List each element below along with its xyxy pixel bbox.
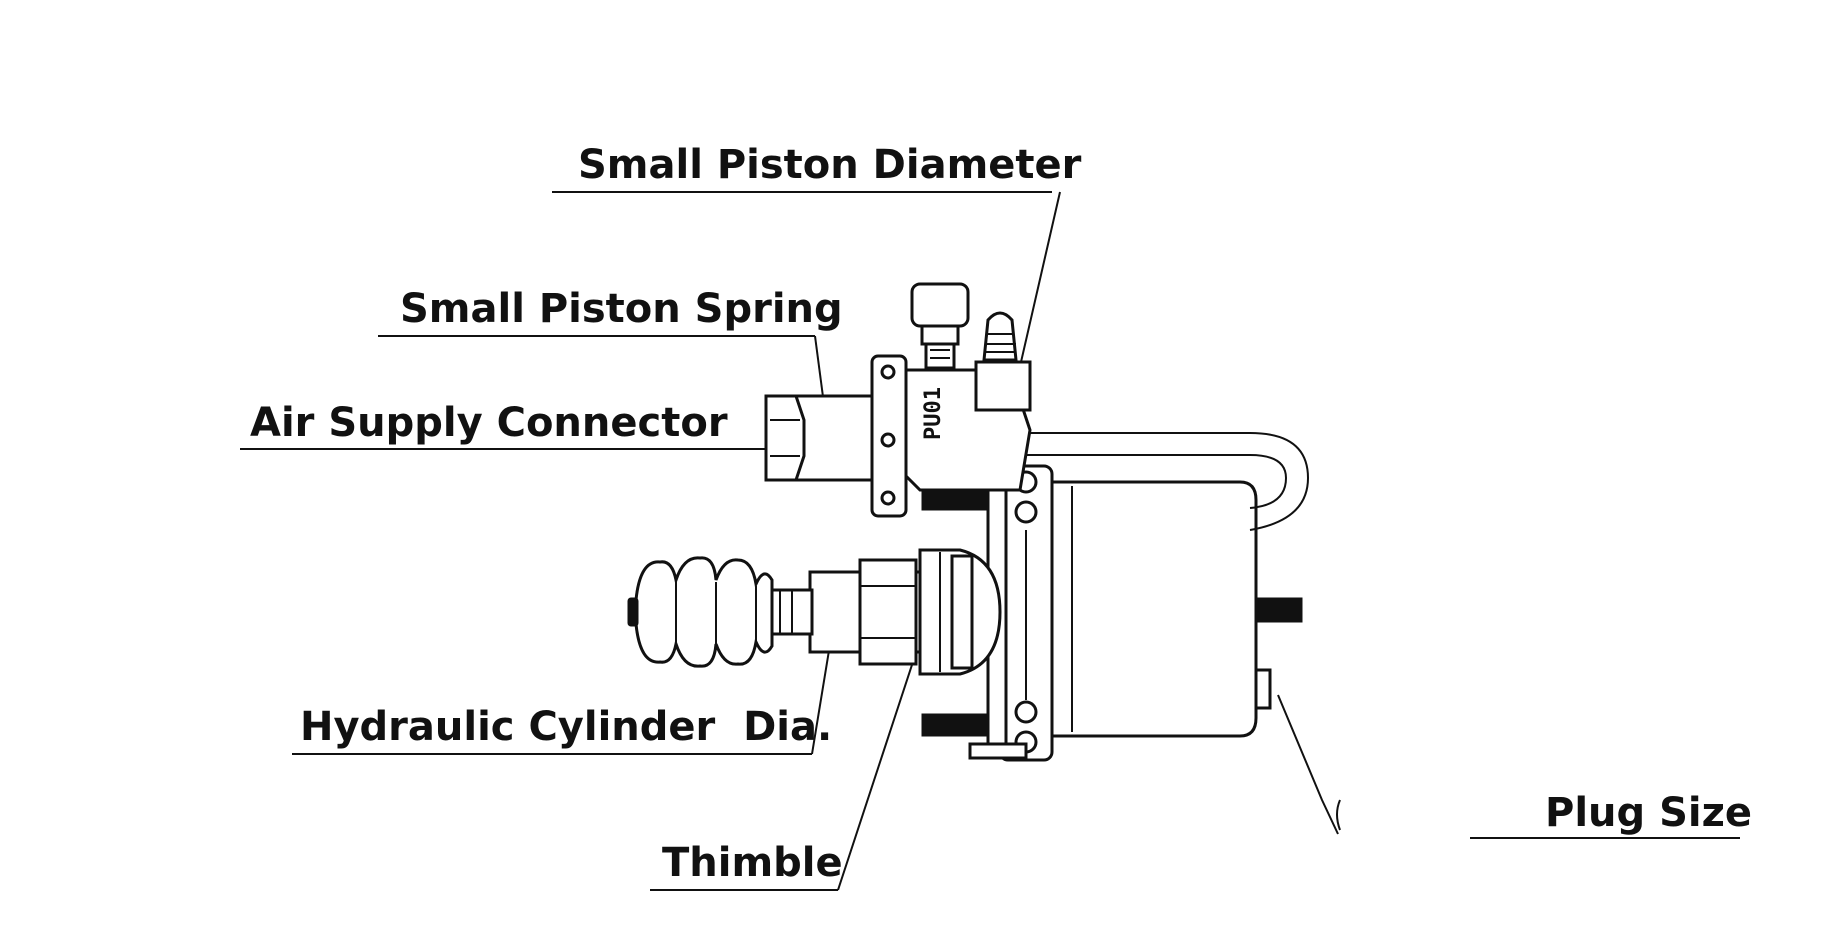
air-tube: [1020, 432, 1310, 531]
bleeder-fitting: [974, 311, 1032, 412]
body-marking: PU01: [921, 387, 946, 440]
label-air-supply-connector: Air Supply Connector: [250, 400, 728, 446]
bellows-boot: [627, 556, 774, 668]
label-hydraulic-cylinder-dia: Hydraulic Cylinder Dia.: [300, 704, 832, 750]
label-small-piston-diameter: Small Piston Diameter: [578, 142, 1082, 188]
right-studs: [1254, 597, 1303, 710]
vent-cap: [910, 282, 970, 370]
main-cylinder: [1050, 480, 1258, 738]
air-supply-connector-part: [764, 394, 874, 482]
label-plug-size: Plug Size: [1545, 790, 1752, 836]
label-thimble: Thimble: [662, 840, 843, 886]
leader-plug-size: [1277, 694, 1740, 839]
hydraulic-cylinder-part: [770, 548, 1002, 676]
label-small-piston-spring: Small Piston Spring: [400, 286, 843, 332]
